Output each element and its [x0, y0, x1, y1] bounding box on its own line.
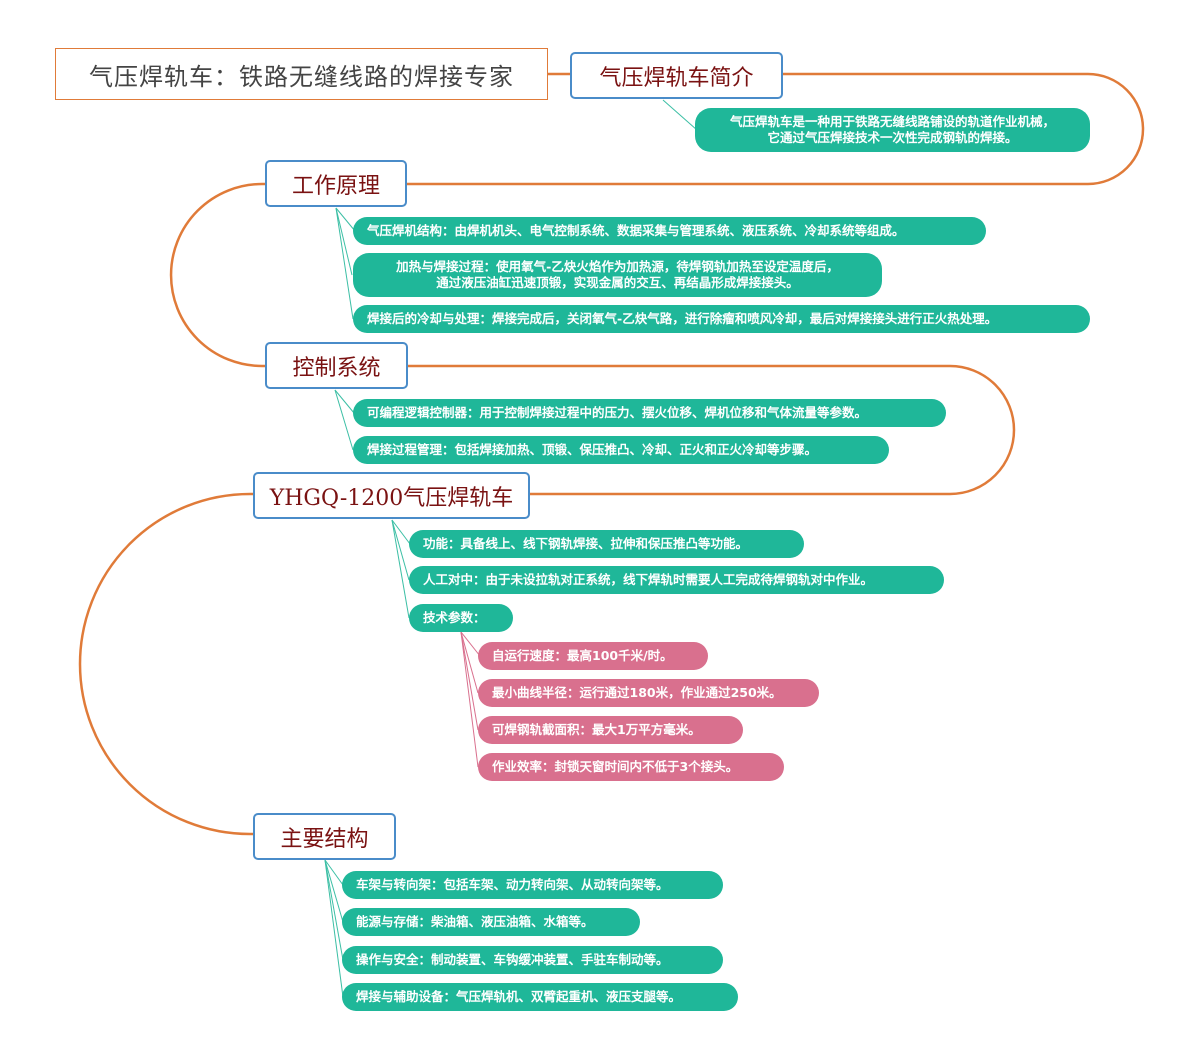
topic-title: 气压焊轨车简介: [599, 65, 754, 91]
leaf-text-line: 气压焊轨车是一种用于铁路无缝线路铺设的轨道作业机械，: [729, 114, 1055, 129]
leaf-text-line: 通过液压油缸迅速顶锻，实现金属的交互、再结晶形成焊接接头。: [436, 275, 799, 290]
leaf-text: 气压焊机结构：由焊机机头、电气控制系统、数据采集与管理系统、液压系统、冷却系统等…: [367, 223, 905, 238]
leaf-param-rail-section[interactable]: 可焊钢轨截面积：最大1万平方毫米。: [478, 716, 743, 744]
topic-title: 控制系统: [292, 355, 381, 381]
leaf-welder-structure[interactable]: 气压焊机结构：由焊机机头、电气控制系统、数据采集与管理系统、液压系统、冷却系统等…: [353, 217, 986, 245]
leaf-text: 焊接过程管理：包括焊接加热、顶锻、保压推凸、冷却、正火和正火冷却等步骤。: [367, 442, 818, 457]
leaf-process-management[interactable]: 焊接过程管理：包括焊接加热、顶锻、保压推凸、冷却、正火和正火冷却等步骤。: [353, 436, 889, 464]
leaf-text: 人工对中：由于未设拉轨对正系统，线下焊轨时需要人工完成待焊钢轨对中作业。: [423, 572, 874, 587]
leaf-tech-params[interactable]: 技术参数：: [409, 604, 513, 632]
topic-intro[interactable]: 气压焊轨车简介: [570, 52, 783, 99]
leaf-text: 焊接后的冷却与处理：焊接完成后，关闭氧气-乙炔气路，进行除瘤和喷风冷却，最后对焊…: [367, 311, 998, 326]
leaf-text: 自运行速度：最高100千米/时。: [492, 648, 673, 663]
leaf-intro-description[interactable]: 气压焊轨车是一种用于铁路无缝线路铺设的轨道作业机械， 它通过气压焊接技术一次性完…: [695, 108, 1090, 152]
leaf-function[interactable]: 功能：具备线上、线下钢轨焊接、拉伸和保压推凸等功能。: [409, 530, 804, 558]
topic-main-structure[interactable]: 主要结构: [253, 813, 396, 860]
topic-title: 工作原理: [291, 173, 380, 199]
topic-title: YHGQ-1200气压焊轨车: [269, 485, 514, 511]
leaf-param-curve-radius[interactable]: 最小曲线半径：运行通过180米，作业通过250米。: [478, 679, 819, 707]
topic-yhgq-1200[interactable]: YHGQ-1200气压焊轨车: [253, 472, 530, 519]
leaf-frame-bogie[interactable]: 车架与转向架：包括车架、动力转向架、从动转向架等。: [342, 871, 723, 899]
leaf-text: 操作与安全：制动装置、车钩缓冲装置、手驻车制动等。: [356, 952, 669, 967]
leaf-text-line: 加热与焊接过程：使用氧气-乙炔火焰作为加热源，待焊钢轨加热至设定温度后，: [396, 259, 839, 274]
leaf-text-line: 它通过气压焊接技术一次性完成钢轨的焊接。: [767, 130, 1018, 145]
leaf-plc[interactable]: 可编程逻辑控制器：用于控制焊接过程中的压力、摆火位移、焊机位移和气体流量等参数。: [353, 399, 946, 427]
leaf-text: 车架与转向架：包括车架、动力转向架、从动转向架等。: [356, 877, 669, 892]
leaf-energy-storage[interactable]: 能源与存储：柴油箱、液压油箱、水箱等。: [342, 908, 640, 936]
leaf-text: 作业效率：封锁天窗时间内不低于3个接头。: [492, 759, 739, 774]
root-title-box[interactable]: 气压焊轨车：铁路无缝线路的焊接专家: [55, 48, 548, 100]
leaf-text: 技术参数：: [423, 610, 486, 625]
leaf-text: 焊接与辅助设备：气压焊轨机、双臂起重机、液压支腿等。: [356, 989, 682, 1004]
leaf-manual-alignment[interactable]: 人工对中：由于未设拉轨对正系统，线下焊轨时需要人工完成待焊钢轨对中作业。: [409, 566, 944, 594]
topic-working-principle[interactable]: 工作原理: [265, 160, 407, 207]
root-title: 气压焊轨车：铁路无缝线路的焊接专家: [89, 62, 514, 91]
leaf-text: 可焊钢轨截面积：最大1万平方毫米。: [492, 722, 701, 737]
leaf-param-speed[interactable]: 自运行速度：最高100千米/时。: [478, 642, 708, 670]
leaf-text: 功能：具备线上、线下钢轨焊接、拉伸和保压推凸等功能。: [423, 536, 749, 551]
leaf-text: 可编程逻辑控制器：用于控制焊接过程中的压力、摆火位移、焊机位移和气体流量等参数。: [367, 405, 868, 420]
topic-title: 主要结构: [280, 826, 369, 852]
leaf-operation-safety[interactable]: 操作与安全：制动装置、车钩缓冲装置、手驻车制动等。: [342, 946, 723, 974]
leaf-text: 最小曲线半径：运行通过180米，作业通过250米。: [492, 685, 782, 700]
leaf-text: 能源与存储：柴油箱、液压油箱、水箱等。: [356, 914, 594, 929]
leaf-welding-auxiliary[interactable]: 焊接与辅助设备：气压焊轨机、双臂起重机、液压支腿等。: [342, 983, 738, 1011]
leaf-param-efficiency[interactable]: 作业效率：封锁天窗时间内不低于3个接头。: [478, 753, 784, 781]
topic-control-system[interactable]: 控制系统: [265, 342, 408, 389]
leaf-heating-welding[interactable]: 加热与焊接过程：使用氧气-乙炔火焰作为加热源，待焊钢轨加热至设定温度后， 通过液…: [353, 253, 882, 297]
leaf-cooling-treatment[interactable]: 焊接后的冷却与处理：焊接完成后，关闭氧气-乙炔气路，进行除瘤和喷风冷却，最后对焊…: [353, 305, 1090, 333]
